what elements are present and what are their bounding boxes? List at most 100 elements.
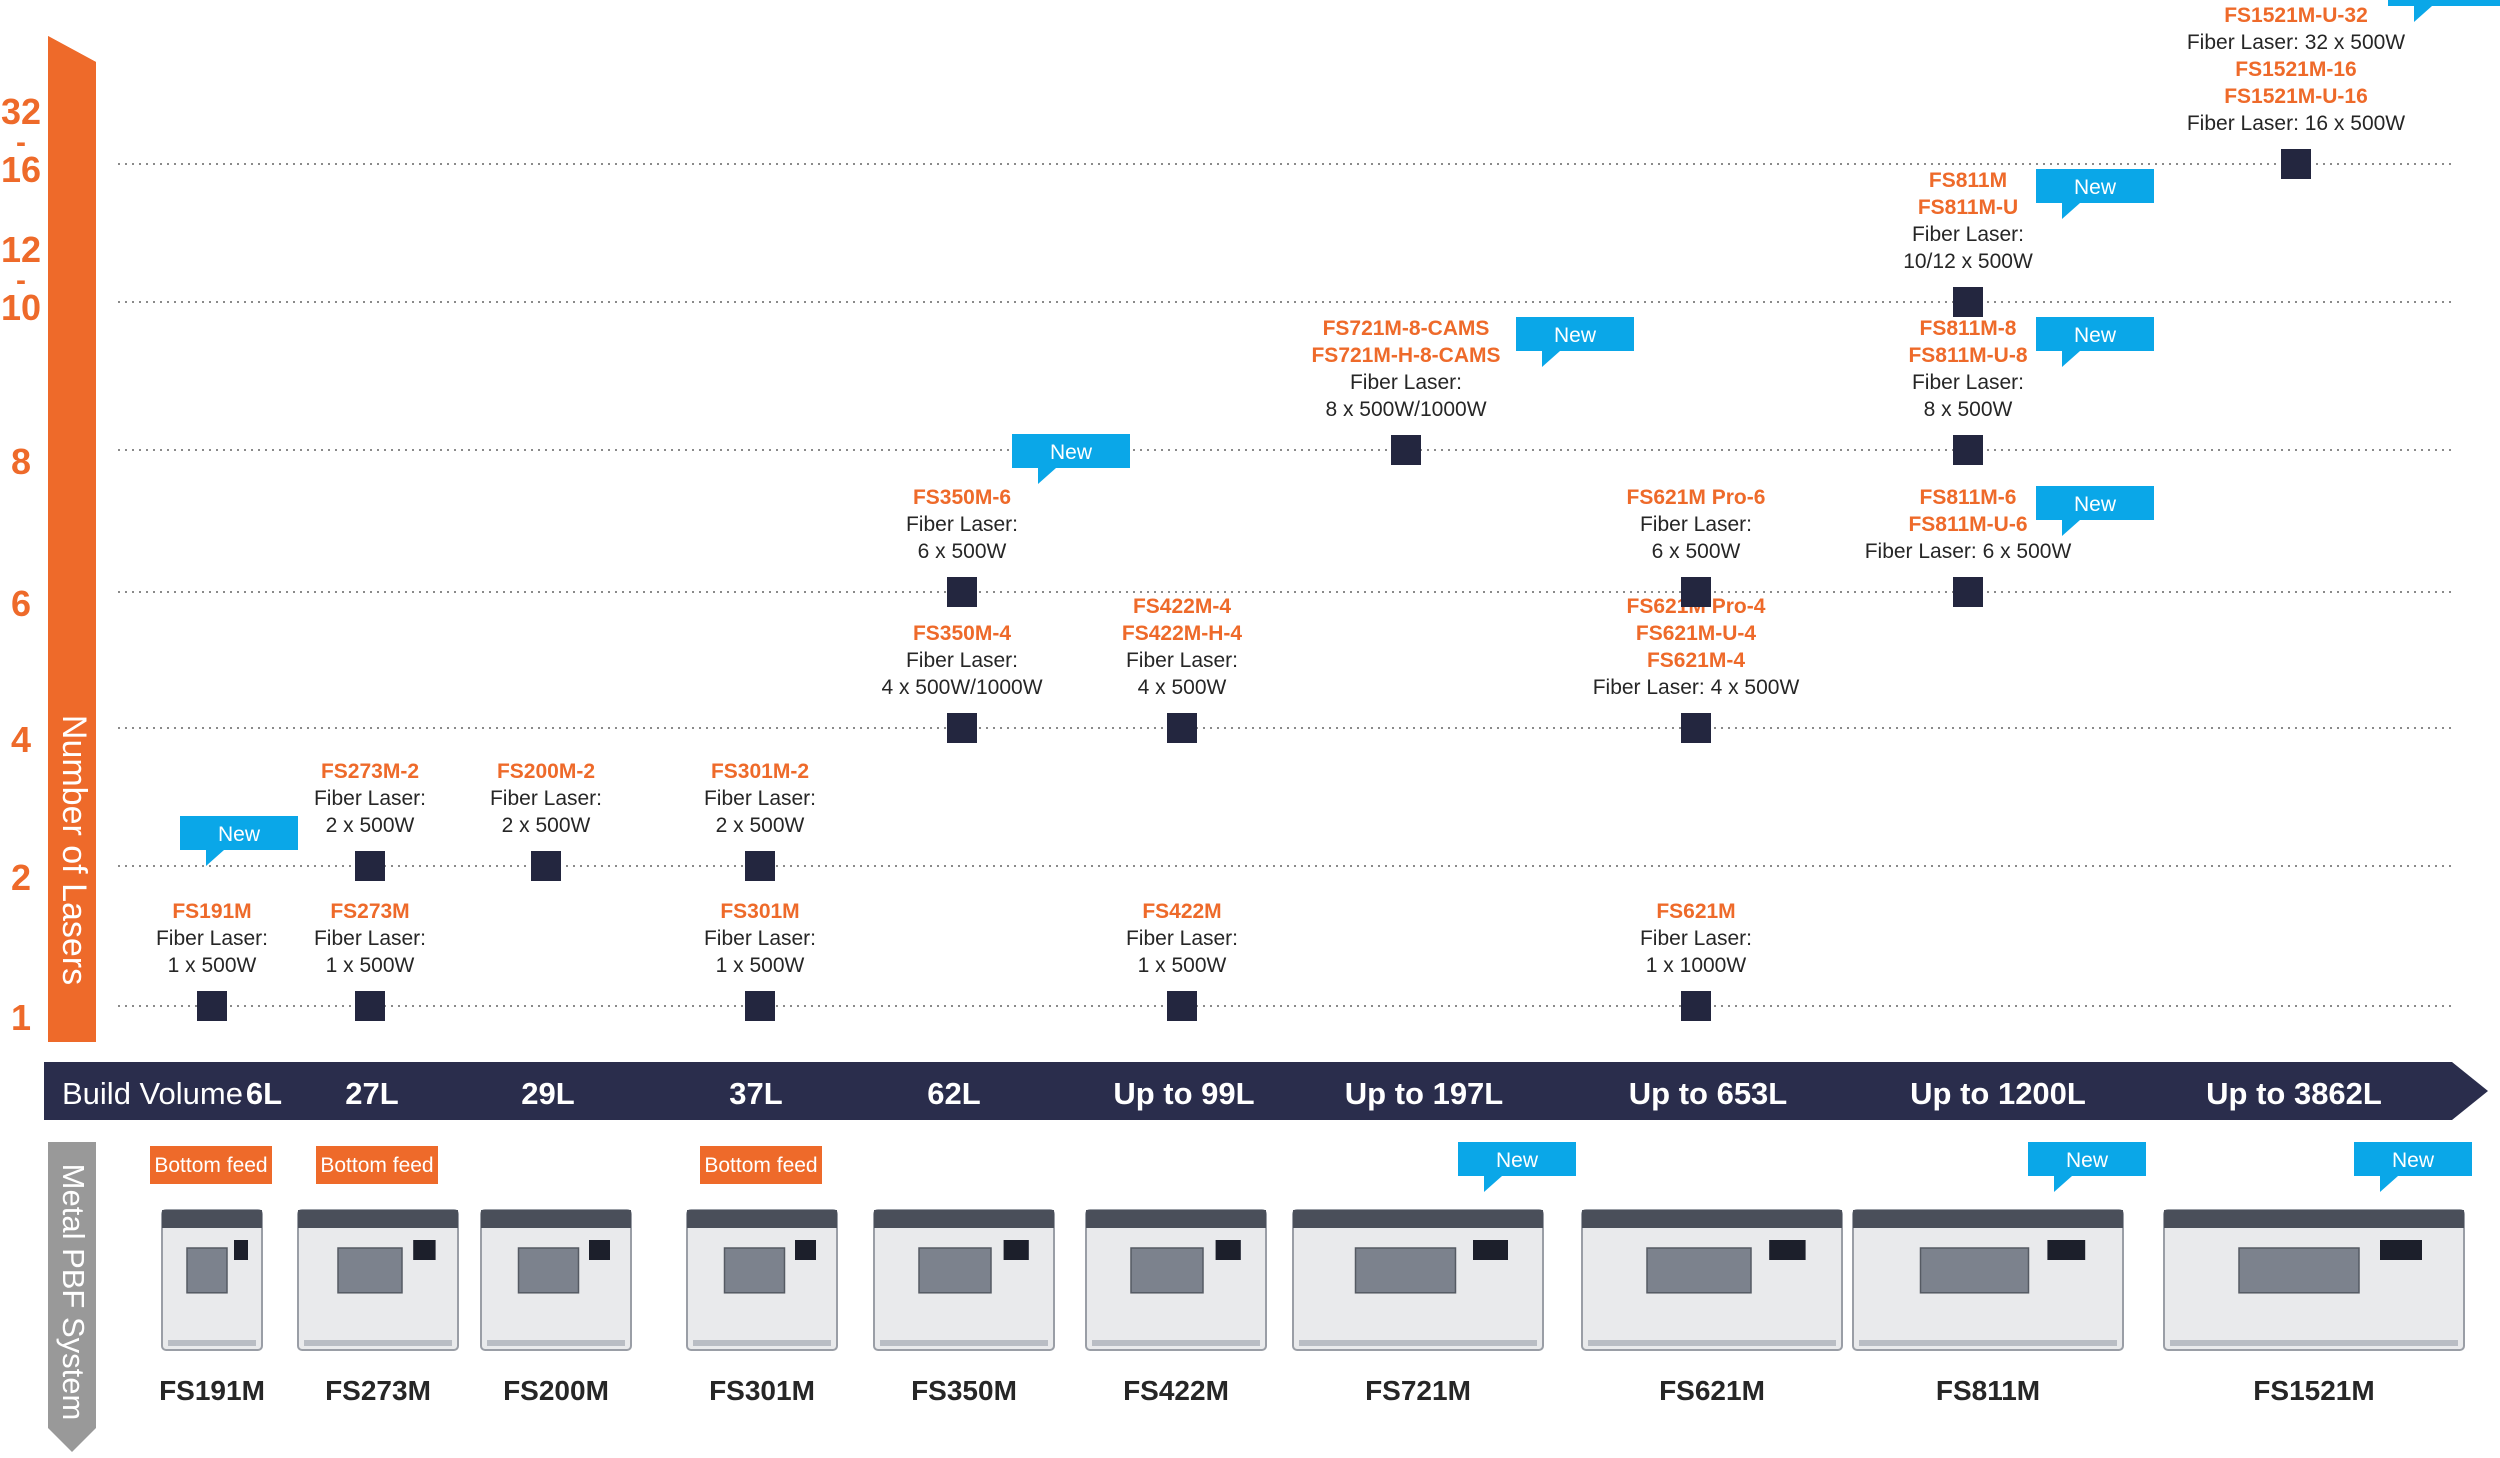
model-name: FS621M: [1656, 900, 1735, 923]
y-tick-label: 2: [11, 857, 31, 898]
laser-point-marker: [531, 851, 561, 881]
model-name: FS621M Pro-6: [1627, 486, 1766, 509]
laser-spec: Fiber Laser:: [1640, 927, 1752, 950]
laser-spec: 1 x 1000W: [1646, 954, 1747, 977]
new-badge-shape: [2036, 317, 2154, 367]
system-name: FS191M: [159, 1375, 265, 1406]
system-item: FS811M New: [1852, 1142, 2146, 1406]
system-name: FS1521M: [2253, 1375, 2374, 1406]
machine-top: [1086, 1210, 1266, 1228]
model-name: FS1521M-U-32: [2224, 4, 2368, 27]
new-badge-shape: [1012, 434, 1130, 484]
new-badge-shape: [2388, 0, 2500, 22]
model-name: FS811M-U-6: [1908, 513, 2027, 536]
laser-point-marker: [2281, 149, 2311, 179]
machine-window: [337, 1247, 403, 1294]
system-item: FS350M: [873, 1209, 1055, 1406]
laser-point-marker: [1681, 991, 1711, 1021]
laser-spec: Fiber Laser:: [906, 513, 1018, 536]
bottom-feed-label: Bottom feed: [320, 1154, 433, 1177]
system-name: FS273M: [325, 1375, 431, 1406]
laser-spec: Fiber Laser:: [156, 927, 268, 950]
new-badge-label: New: [2426, 0, 2469, 2]
laser-point-marker: [1953, 435, 1983, 465]
laser-spec: 4 x 500W/1000W: [881, 676, 1042, 699]
new-badge-label: New: [2074, 176, 2117, 199]
system-name: FS721M: [1365, 1375, 1471, 1406]
laser-spec: 6 x 500W: [918, 540, 1007, 563]
model-name: FS301M: [720, 900, 799, 923]
laser-spec: 6 x 500W: [1652, 540, 1741, 563]
y-axis-arrow-shape: [48, 36, 96, 1042]
y-range-dash: -: [16, 126, 26, 159]
build-volume-title: Build Volume: [62, 1076, 243, 1111]
laser-point-marker: [355, 991, 385, 1021]
y-tick-label: 6: [11, 583, 31, 624]
machine-top: [2164, 1210, 2464, 1228]
build-volume-label: Up to 1200L: [1910, 1076, 2086, 1111]
machine-screen: [1473, 1240, 1508, 1260]
machine-base: [487, 1340, 625, 1346]
laser-spec: 1 x 500W: [716, 954, 805, 977]
laser-spec: Fiber Laser:: [1126, 649, 1238, 672]
laser-spec: Fiber Laser:: [314, 927, 426, 950]
bottom-feed-badge: [700, 1146, 822, 1184]
laser-spec: 1 x 500W: [326, 954, 415, 977]
laser-spec: 2 x 500W: [326, 814, 415, 837]
system-name: FS811M: [1936, 1375, 2040, 1406]
new-badge: New: [2028, 1142, 2146, 1192]
laser-point-marker: [745, 851, 775, 881]
machine-illustration: [161, 1209, 263, 1351]
laser-point: FS273M Fiber Laser: 1 x 500W: [314, 900, 426, 1021]
machine-illustration: [1085, 1209, 1267, 1351]
machine-window: [186, 1247, 228, 1294]
laser-spec: 10/12 x 500W: [1903, 250, 2033, 273]
model-name: FS1521M-16: [2235, 58, 2356, 81]
machine-illustration: [1581, 1209, 1843, 1351]
machine-screen: [1215, 1240, 1241, 1260]
system-item: FS721M New: [1292, 1142, 1576, 1406]
machine-base: [2170, 1340, 2458, 1346]
machine-window: [723, 1247, 786, 1294]
model-name: FS422M-H-4: [1122, 622, 1243, 645]
new-badge-label: New: [1554, 324, 1597, 347]
machine-window: [1646, 1247, 1752, 1294]
laser-point-marker: [1167, 991, 1197, 1021]
model-name: FS301M-2: [711, 760, 809, 783]
machine-illustration: [1292, 1209, 1544, 1351]
laser-point-marker: [745, 991, 775, 1021]
new-badge-shape: [2354, 1142, 2472, 1192]
new-badge-label: New: [1496, 1149, 1539, 1172]
model-name: FS273M: [330, 900, 409, 923]
y-range-dash: -: [16, 264, 26, 297]
new-badge-label: New: [2074, 324, 2117, 347]
laser-spec: Fiber Laser: 16 x 500W: [2187, 112, 2405, 135]
laser-point-marker: [947, 713, 977, 743]
laser-spec: 2 x 500W: [716, 814, 805, 837]
laser-spec: Fiber Laser:: [1126, 927, 1238, 950]
model-name: FS621M-4: [1647, 649, 1745, 672]
laser-point-marker: [1953, 577, 1983, 607]
y-tick-label: 8: [11, 441, 31, 482]
model-name: FS811M-8: [1920, 317, 2017, 340]
model-name: FS721M-H-8-CAMS: [1311, 344, 1500, 367]
model-name: FS200M-2: [497, 760, 595, 783]
system-name: FS621M: [1659, 1375, 1765, 1406]
model-name: FS811M-6: [1920, 486, 2017, 509]
build-volume-label: 29L: [521, 1076, 574, 1111]
new-badge: New: [2036, 486, 2154, 536]
model-name: FS273M-2: [321, 760, 419, 783]
